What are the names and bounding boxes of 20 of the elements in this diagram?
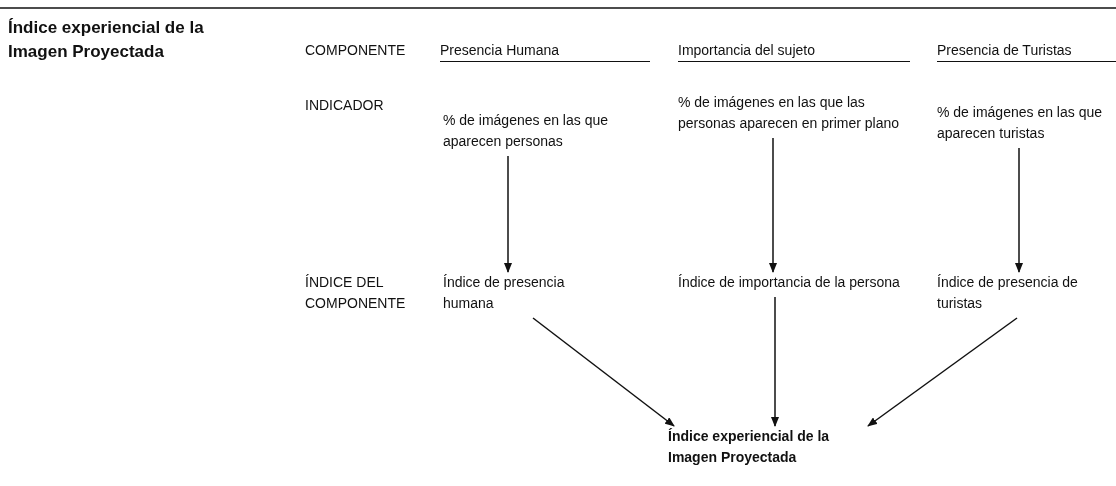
node-text: % de imágenes en las que aparecen turistas bbox=[937, 102, 1116, 144]
arrow bbox=[771, 296, 779, 427]
node-text: % de imágenes en las que aparecen personas bbox=[443, 110, 633, 152]
arrow bbox=[504, 155, 512, 273]
column-header: Importancia del sujeto bbox=[678, 40, 910, 62]
node-text: % de imágenes en las que las personas aparecen en primer plano bbox=[678, 92, 908, 134]
diagram-title: Índice experiencial de la Imagen Proyectada bbox=[8, 17, 205, 63]
arrow bbox=[1015, 147, 1023, 273]
arrow bbox=[532, 317, 675, 427]
arrow bbox=[867, 317, 1018, 427]
column-header: Presencia Humana bbox=[440, 40, 650, 62]
result-text: Índice experiencial de la Imagen Proyectada bbox=[668, 426, 868, 468]
row-label: COMPONENTE bbox=[305, 41, 407, 60]
row-label: ÍNDICE DEL COMPONENTE bbox=[305, 273, 407, 313]
row-label: INDICADOR bbox=[305, 96, 385, 115]
node-text: Índice de presencia humana bbox=[443, 272, 613, 314]
arrow bbox=[769, 137, 777, 273]
column-header: Presencia de Turistas bbox=[937, 40, 1116, 62]
node-text: Índice de importancia de la persona bbox=[678, 272, 908, 293]
node-text: Índice de presencia de turistas bbox=[937, 272, 1087, 314]
